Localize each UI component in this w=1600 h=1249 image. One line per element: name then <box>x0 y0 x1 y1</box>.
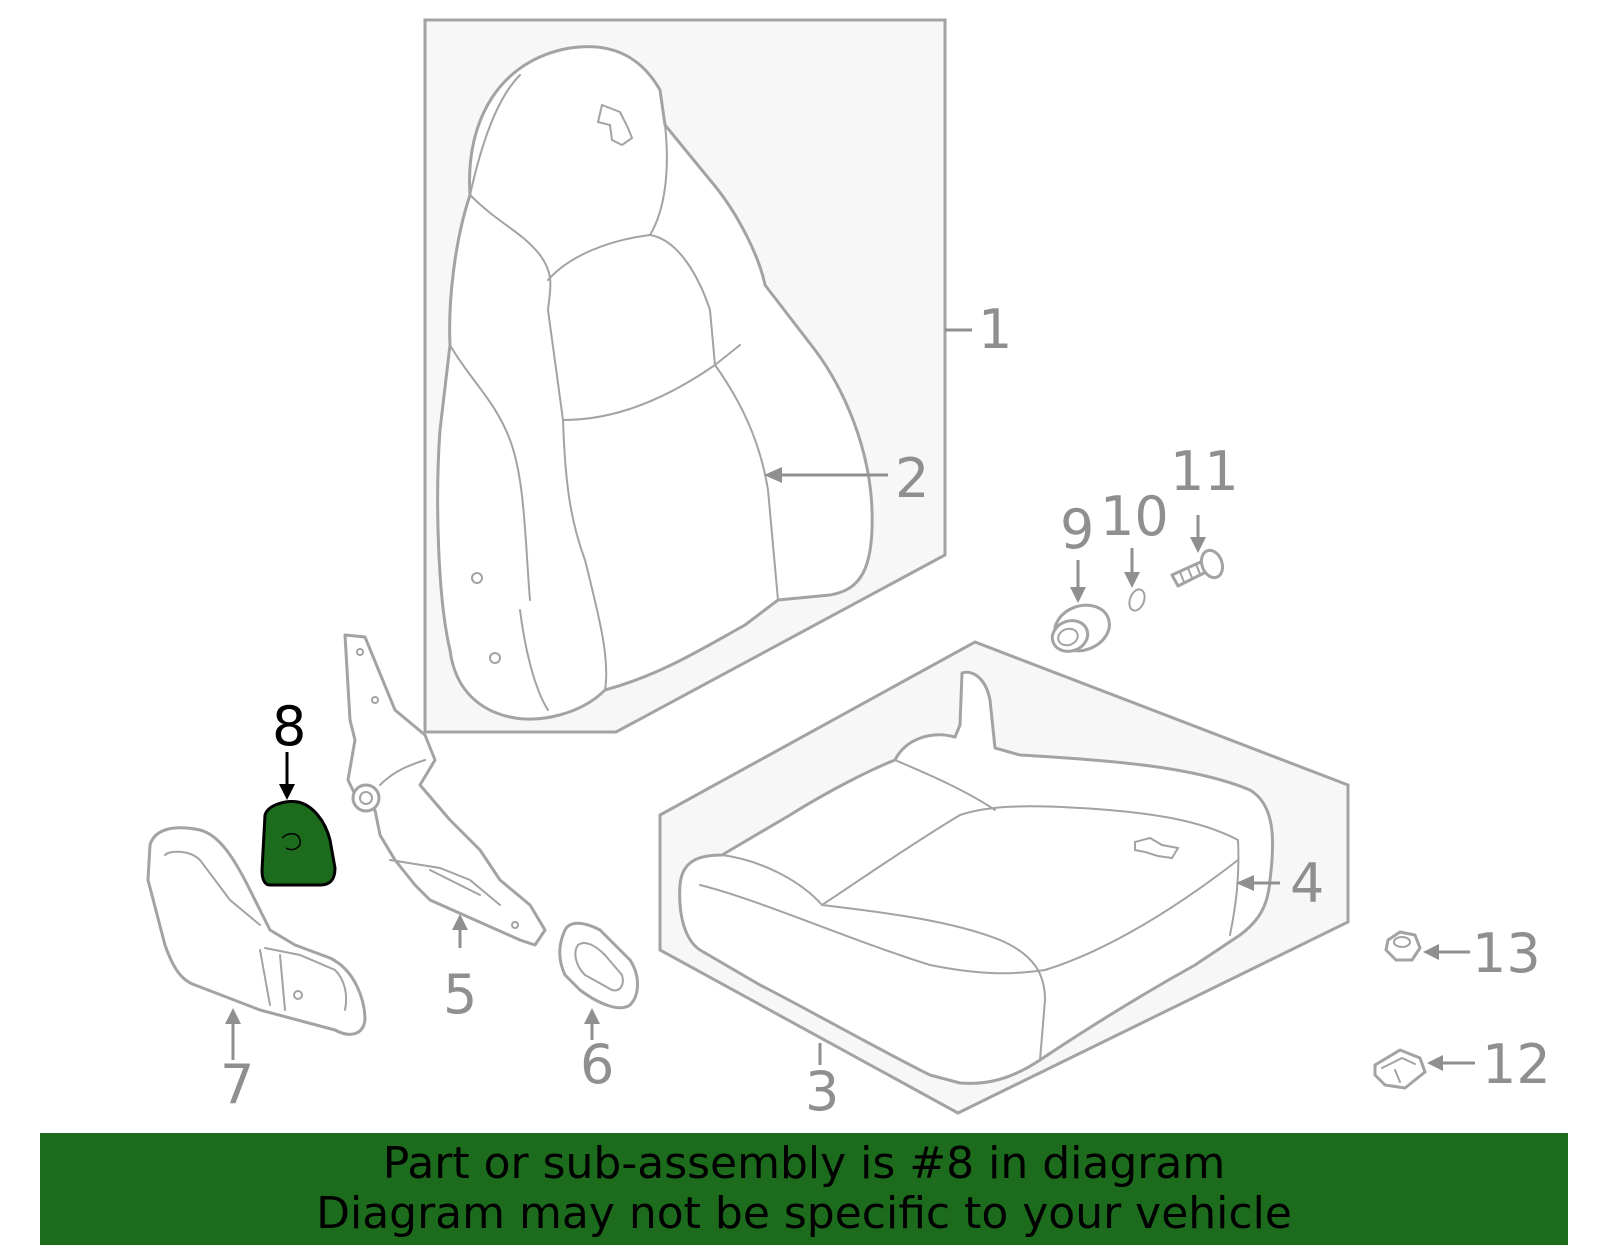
highlighted-part-8[interactable] <box>260 800 337 887</box>
recliner-side-cover <box>146 826 367 1036</box>
clip-part-12 <box>1373 1048 1427 1090</box>
nut-part-13 <box>1384 930 1422 962</box>
banner-line-1: Part or sub-assembly is #8 in diagram <box>382 1138 1226 1189</box>
callout-4: 4 <box>1290 852 1324 915</box>
callout-3: 3 <box>805 1060 839 1123</box>
callout-12: 12 <box>1482 1033 1551 1096</box>
callout-6: 6 <box>580 1033 614 1096</box>
disclaimer-banner: Part or sub-assembly is #8 in diagram Di… <box>40 1133 1568 1245</box>
callout-5: 5 <box>443 963 477 1026</box>
callout-1: 1 <box>978 298 1012 361</box>
seat-cushion-cover <box>678 670 1275 1085</box>
callout-2: 2 <box>895 447 929 510</box>
recliner-hinge <box>343 633 547 947</box>
callout-7: 7 <box>220 1053 254 1116</box>
seat-back-cover <box>436 45 874 721</box>
bolt-part-11 <box>1170 548 1225 588</box>
callout-9: 9 <box>1060 498 1094 561</box>
callout-10: 10 <box>1100 485 1169 548</box>
grommet-part-9 <box>1050 603 1111 653</box>
ring-part-10 <box>1128 588 1146 612</box>
callout-11: 11 <box>1170 440 1239 503</box>
callout-13: 13 <box>1472 922 1541 985</box>
recliner-trim-cover <box>558 921 639 1010</box>
banner-line-2: Diagram may not be specific to your vehi… <box>316 1188 1292 1239</box>
callout-8: 8 <box>272 695 306 758</box>
